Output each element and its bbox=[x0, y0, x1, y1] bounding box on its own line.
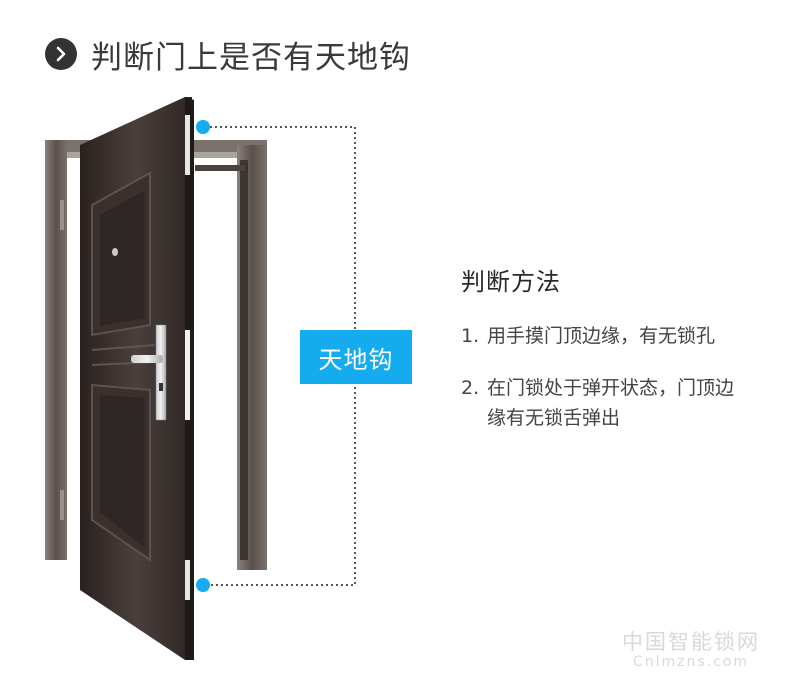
bottom-hook-marker bbox=[196, 578, 210, 592]
door-frame bbox=[45, 140, 267, 570]
page-title: 判断门上是否有天地钩 bbox=[91, 39, 411, 76]
watermark: 中国智能锁网 Cnlmzns.com bbox=[622, 626, 760, 670]
hook-bracket bbox=[205, 126, 356, 586]
step-number: 1. bbox=[461, 325, 480, 347]
method-step: 1. 用手摸门顶边缘，有无锁孔 bbox=[461, 321, 781, 351]
section-header: 判断门上是否有天地钩 bbox=[45, 32, 411, 76]
step-number: 2. bbox=[461, 377, 480, 399]
hook-label: 天地钩 bbox=[300, 330, 412, 384]
chevron-right-icon bbox=[45, 38, 77, 70]
watermark-en: Cnlmzns.com bbox=[632, 654, 750, 670]
top-hook-marker bbox=[196, 120, 210, 134]
method-title: 判断方法 bbox=[461, 268, 561, 296]
step-text: 在门锁处于弹开状态，门顶边缘有无锁舌弹出 bbox=[487, 377, 735, 429]
step-text: 用手摸门顶边缘，有无锁孔 bbox=[487, 325, 716, 347]
method-step: 2. 在门锁处于弹开状态，门顶边缘有无锁舌弹出 bbox=[461, 373, 781, 433]
method-section: 判断方法 1. 用手摸门顶边缘，有无锁孔 2. 在门锁处于弹开状态，门顶边缘有无… bbox=[461, 262, 781, 455]
door-leaf bbox=[60, 97, 194, 660]
watermark-cn: 中国智能锁网 bbox=[622, 630, 760, 654]
